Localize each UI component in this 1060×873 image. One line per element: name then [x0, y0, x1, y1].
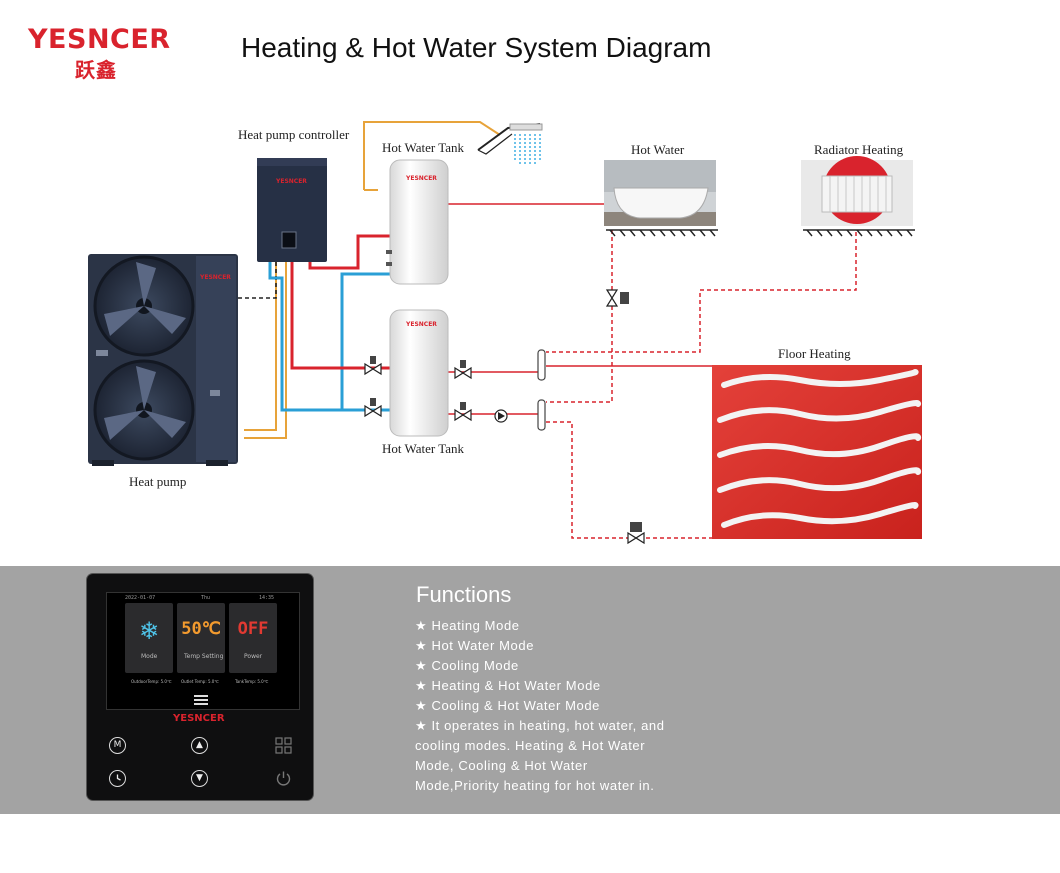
label-heat-pump: Heat pump [129, 474, 187, 489]
bathtub-ground [606, 229, 718, 237]
label-hot-water: Hot Water [631, 142, 685, 157]
controller-cabinet: YESNCER [257, 158, 327, 262]
functions-list: ★ Heating Mode ★ Hot Water Mode ★ Coolin… [415, 616, 675, 796]
status-date: 2022-01-07 [125, 595, 156, 601]
temp-setting-tile[interactable]: 50℃ Temp Setting [177, 603, 225, 673]
controller-screen: 2022-01-07 Thu 14:35 ❄ Mode 50℃ Temp Set… [106, 592, 300, 710]
tank-temp-readout: TankTemp: 5.0℃ [235, 679, 269, 684]
label-hot-water-tank-bottom: Hot Water Tank [382, 441, 465, 456]
list-item: ★ Cooling & Hot Water Mode [415, 698, 601, 713]
list-item: ★ Heating & Hot Water Mode [415, 678, 601, 693]
heat-pump-unit: YESNCER [88, 254, 238, 466]
brand-logo-en: YESNCER [28, 24, 171, 55]
label-floor-heating: Floor Heating [778, 346, 851, 361]
mode-tile[interactable]: ❄ Mode [125, 603, 173, 673]
page-title: Heating & Hot Water System Diagram [241, 32, 712, 63]
temp-setting-caption: Temp Setting [184, 653, 224, 660]
unit-brand: YESNCER [199, 274, 231, 281]
clock-icon[interactable] [109, 770, 126, 787]
mode-tile-caption: Mode [141, 653, 158, 660]
tank-brand-top: YESNCER [405, 175, 437, 182]
power-icon[interactable] [275, 770, 292, 787]
floor-heating-picture [712, 365, 922, 539]
list-item: ★ It operates in heating, hot water, and… [415, 718, 665, 793]
hot-water-tank-top: YESNCER [386, 159, 449, 285]
status-day: Thu [201, 595, 211, 601]
circulation-pump-icon [494, 409, 508, 423]
list-item: ★ Heating Mode [415, 618, 520, 633]
menu-icon[interactable] [194, 695, 208, 705]
bathtub-picture [604, 160, 716, 226]
list-item: ★ Cooling Mode [415, 658, 519, 673]
cold-pipes [268, 262, 392, 412]
functions-title: Functions [416, 582, 512, 607]
mode-button[interactable]: M [109, 737, 126, 754]
tank-brand-bottom: YESNCER [405, 321, 437, 328]
dashed-lines [546, 230, 857, 539]
up-arrow-button[interactable]: ▲ [191, 737, 208, 754]
power-tile[interactable]: OFF Power [229, 603, 277, 673]
system-diagram: YESNCER YESNCER YESNCER YESNCER [88, 121, 922, 545]
cabinet-brand: YESNCER [275, 178, 307, 185]
radiator-picture [801, 156, 913, 226]
hot-water-tank-bottom: YESNCER [389, 309, 449, 437]
shower-head-icon [477, 123, 543, 164]
power-caption: Power [244, 653, 263, 660]
down-arrow-button[interactable]: ▼ [191, 770, 208, 787]
outlet-temp-readout: Outlet Temp: 5.0℃ [181, 679, 219, 684]
brand-logo-cn: 跃鑫 [75, 58, 117, 82]
controller-brand: YESNCER [173, 713, 225, 724]
temp-setting-value: 50℃ [181, 619, 221, 639]
signal-wires [244, 121, 501, 439]
manifold [537, 349, 546, 431]
label-radiator-heating: Radiator Heating [814, 142, 904, 157]
controller-cable [238, 262, 277, 299]
grid-icon[interactable] [275, 737, 292, 754]
label-heat-pump-controller: Heat pump controller [238, 127, 350, 142]
radiator-ground [803, 229, 915, 237]
outdoor-temp-readout: OutdoorTemp: 5.0℃ [131, 679, 172, 684]
valve-actuator-icon [370, 292, 642, 532]
label-hot-water-tank-top: Hot Water Tank [382, 140, 465, 155]
snowflake-icon: ❄ [138, 617, 160, 645]
power-value: OFF [237, 619, 269, 639]
list-item: ★ Hot Water Mode [415, 638, 535, 653]
shower-signal-wire [363, 121, 501, 190]
status-time: 14:35 [259, 595, 275, 601]
hot-pipes [290, 203, 712, 415]
valve-icon [364, 289, 645, 545]
